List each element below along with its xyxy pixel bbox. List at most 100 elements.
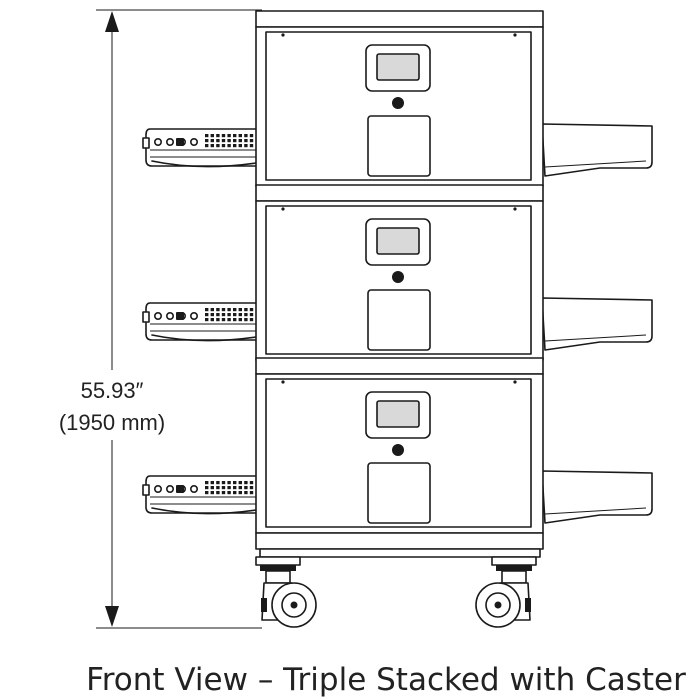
vent-hole [216, 134, 220, 138]
caster-brake-icon [261, 598, 267, 612]
drive-motor-icon [176, 485, 184, 493]
vent-hole [233, 481, 237, 485]
caster-swivel-icon [260, 565, 296, 571]
vent-hole [244, 481, 248, 485]
conveyor-left-drive [142, 475, 259, 515]
vent-hole [205, 491, 209, 495]
vent-hole [249, 139, 254, 143]
caster-right [475, 556, 537, 628]
vent-hole [238, 308, 242, 312]
vent-hole [249, 313, 254, 317]
vent-hole [227, 486, 231, 490]
panel-screw-icon [281, 207, 285, 211]
base-shelf [255, 532, 544, 550]
panel-screw-icon [281, 380, 285, 384]
control-panel [365, 391, 431, 456]
vent-hole [233, 491, 237, 495]
vent-hole [210, 481, 214, 485]
oven-top-panel [255, 184, 544, 202]
vent-hole [221, 144, 226, 148]
vent-hole [238, 481, 242, 485]
vent-hole [233, 134, 237, 138]
vent-hole [210, 139, 214, 143]
drive-motor-icon [176, 312, 184, 320]
vent-hole [210, 486, 214, 490]
vent-hole [227, 308, 231, 312]
vent-hole [205, 139, 209, 143]
vent-hole [221, 318, 226, 322]
access-door [367, 289, 431, 351]
vent-hole [221, 481, 226, 485]
vent-hole [244, 144, 248, 148]
vent-hole [249, 134, 254, 138]
base-frame [255, 532, 544, 558]
vent-hole [244, 139, 248, 143]
dimension-arrow-down-icon [105, 606, 119, 627]
vent-hole [244, 308, 248, 312]
vent-hole [249, 486, 254, 490]
conveyor-lower-edge [151, 334, 257, 342]
vent-hole [205, 144, 209, 148]
vent-hole [205, 313, 209, 317]
vent-hole [238, 313, 242, 317]
caster-stem [265, 570, 291, 584]
vent-hole [249, 144, 254, 148]
drive-knob-icon [154, 311, 163, 320]
vent-hole [227, 313, 231, 317]
vent-hole [216, 144, 220, 148]
dimension-metric-label: (1950 mm) [59, 410, 165, 435]
caster-stem [501, 570, 527, 584]
caster-set [255, 556, 537, 628]
drive-knob-icon [166, 138, 175, 147]
caster-axle-icon [494, 601, 502, 609]
vent-hole [221, 139, 226, 143]
vent-hole [205, 318, 209, 322]
vent-hole [233, 486, 237, 490]
power-button-icon [392, 271, 404, 283]
panel-screw-icon [513, 33, 517, 37]
oven-top-panel [255, 10, 544, 28]
vent-hole [210, 308, 214, 312]
drive-knob-icon [166, 311, 175, 320]
conveyor-right-edge [544, 507, 647, 515]
caster-swivel-icon [496, 565, 532, 571]
power-button-icon [392, 444, 404, 456]
vent-hole [238, 139, 242, 143]
conveyor-lower-edge [151, 160, 257, 168]
vent-hole [244, 134, 248, 138]
oven-stack [142, 10, 653, 534]
vent-hole [227, 134, 231, 138]
vent-hole [216, 491, 220, 495]
conveyor-right-extension [541, 297, 653, 351]
caster-axle-icon [290, 601, 298, 609]
vent-hole [227, 481, 231, 485]
conveyor-end-cap [142, 137, 150, 149]
vent-hole [216, 481, 220, 485]
vent-hole [238, 491, 242, 495]
conveyor-right-edge [544, 334, 647, 342]
caster-brake-icon [525, 598, 531, 612]
power-button-icon [392, 97, 404, 109]
vent-hole [216, 308, 220, 312]
vent-hole [238, 144, 242, 148]
display-screen [376, 227, 420, 255]
display-screen [376, 53, 420, 81]
panel-screw-icon [513, 380, 517, 384]
oven-unit-middle [142, 184, 653, 361]
vent-hole [233, 139, 237, 143]
vent-hole [205, 134, 209, 138]
display-screen [376, 400, 420, 428]
oven-unit-top [142, 10, 653, 187]
vent-hole [221, 134, 226, 138]
vent-hole [244, 313, 248, 317]
vent-hole [221, 308, 226, 312]
vent-hole [216, 318, 220, 322]
vent-hole [233, 308, 237, 312]
conveyor-right-extension [541, 123, 653, 177]
vent-hole [227, 491, 231, 495]
conveyor-left-drive [142, 302, 259, 342]
access-door [367, 462, 431, 524]
vent-hole [210, 144, 214, 148]
vent-hole [221, 491, 226, 495]
caster-mount-plate [255, 556, 301, 566]
